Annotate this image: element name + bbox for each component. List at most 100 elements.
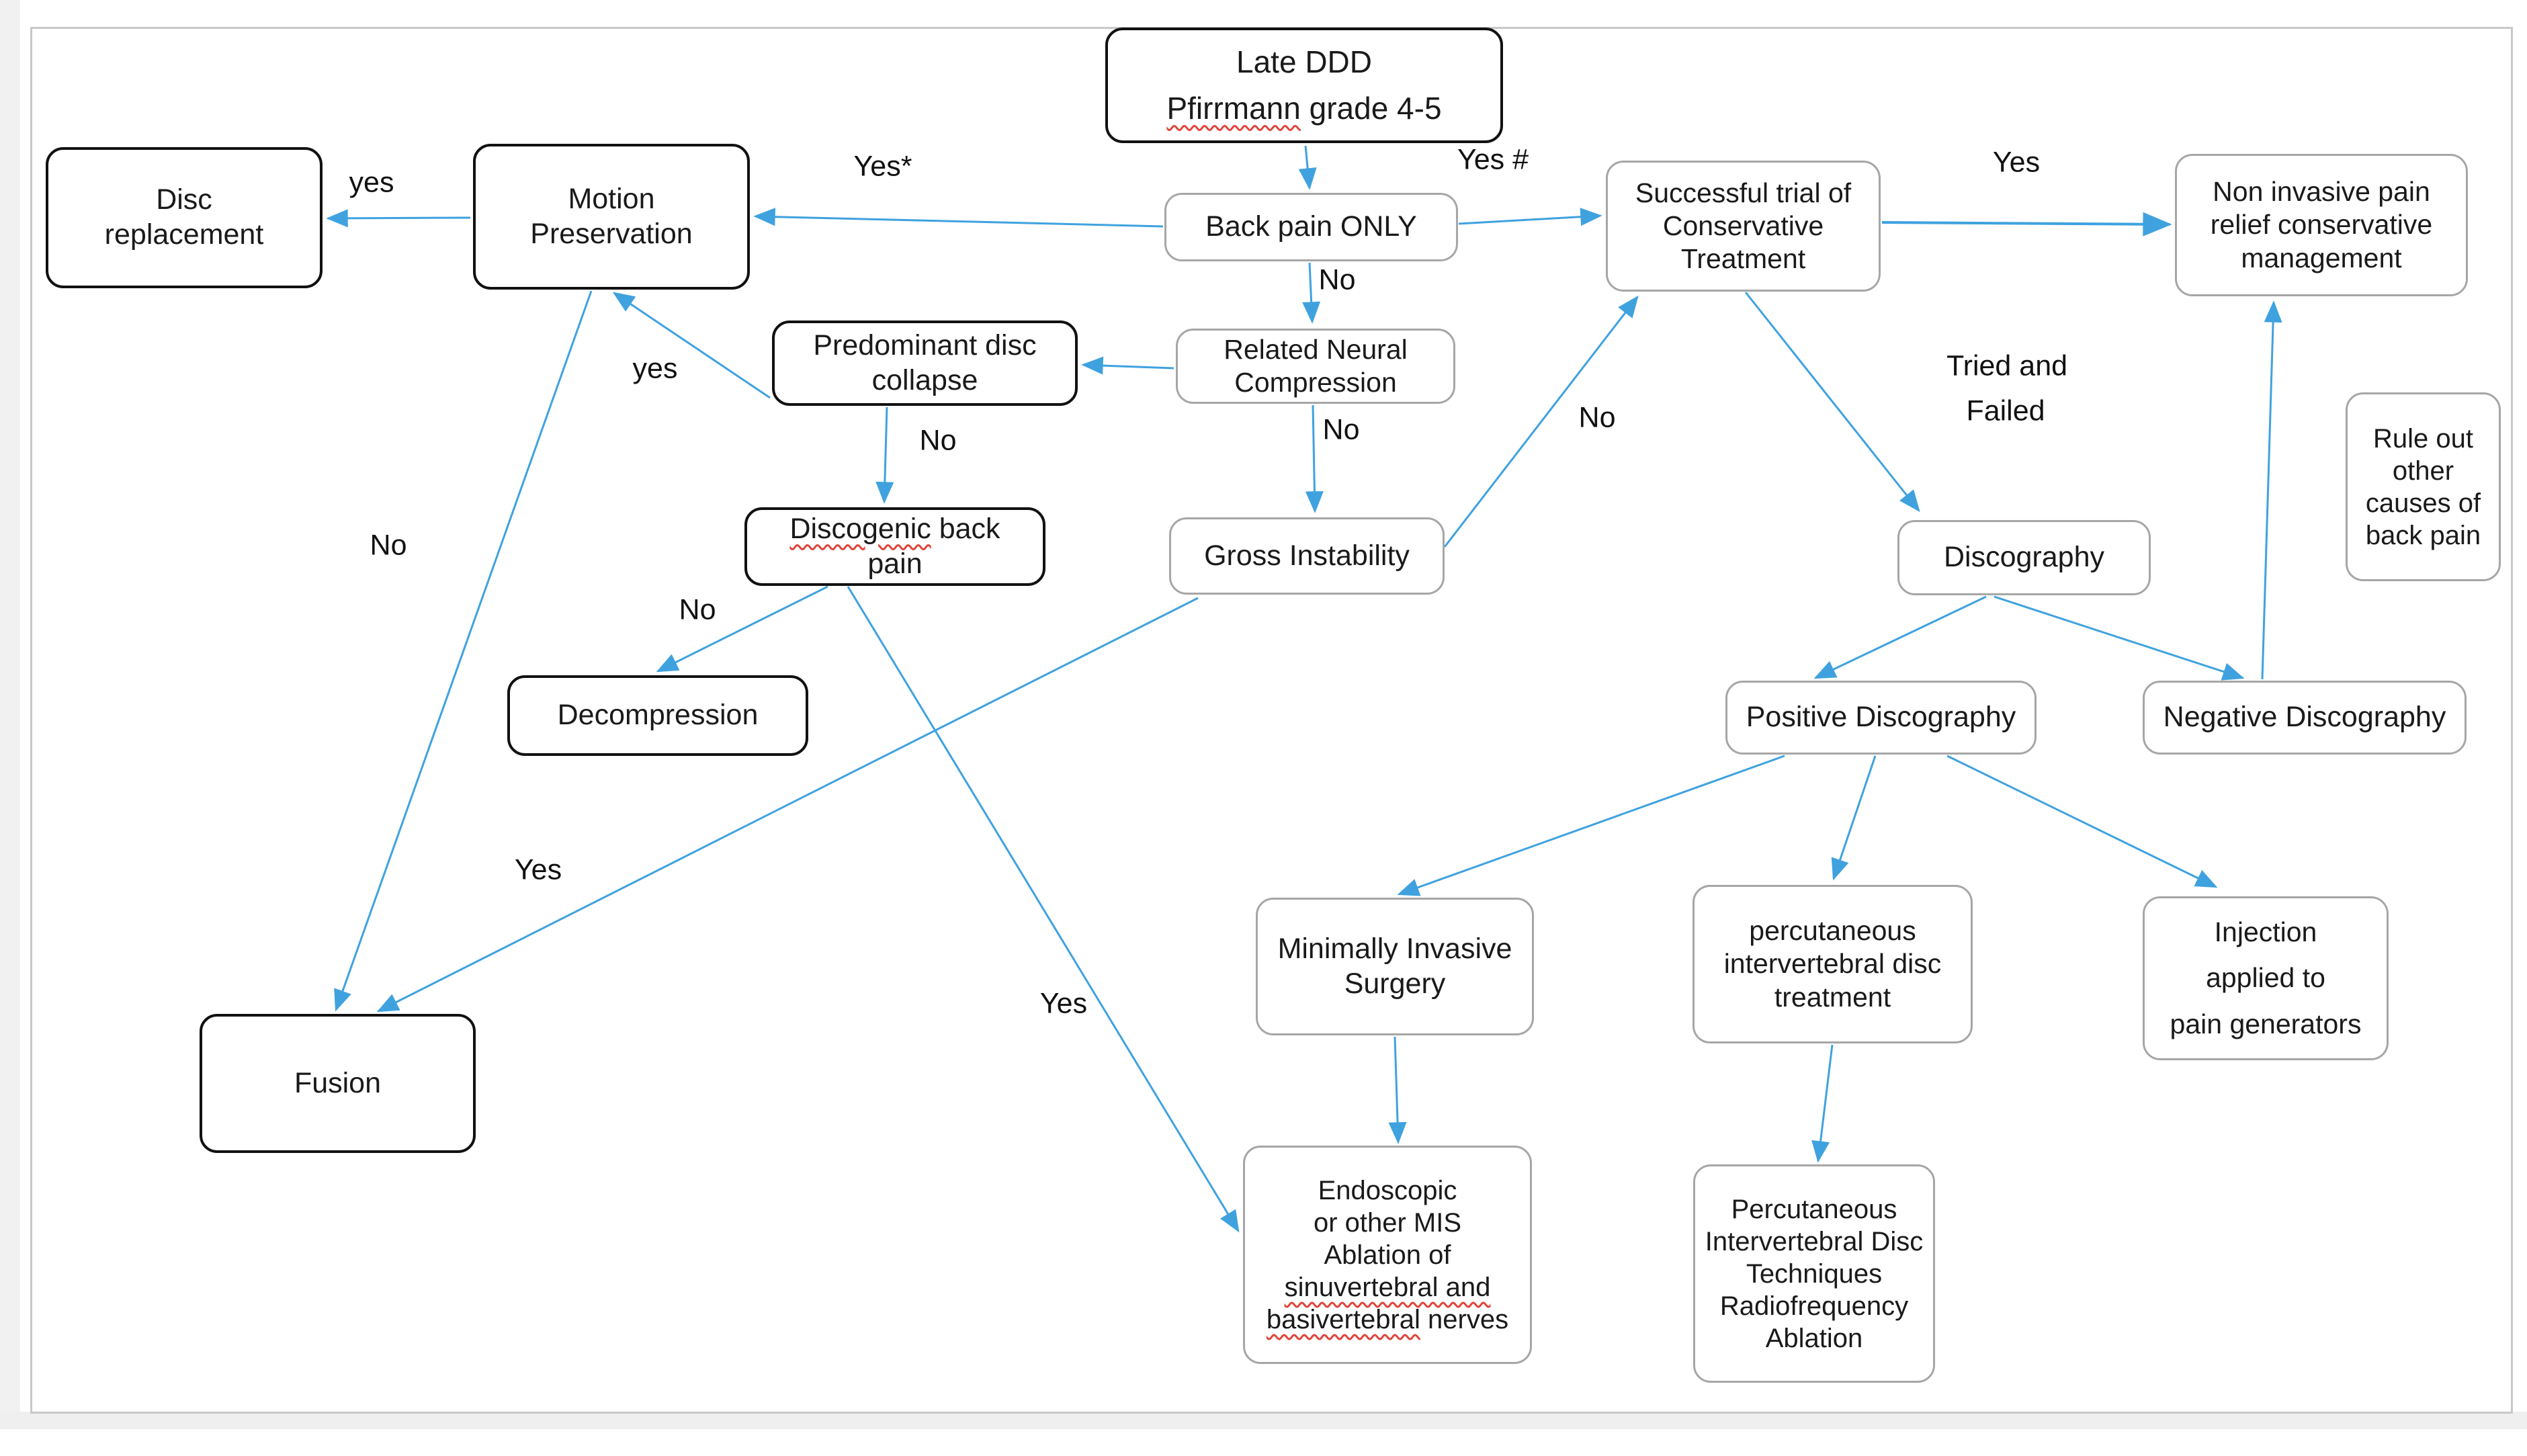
node-negative-discography: Negative Discography (2143, 681, 2467, 755)
node-perc-tech-line5: Ablation (1765, 1323, 1863, 1353)
node-negative-discography-label: Negative Discography (2163, 701, 2446, 734)
node-rule-out-line4: back pain (2365, 520, 2481, 550)
node-positive-discography-label: Positive Discography (1746, 701, 2016, 734)
edge-label-tried-and: Tried and (1946, 349, 2068, 382)
node-rule-out-line1: Rule out (2373, 423, 2473, 454)
edge-grossinstability-successfultrial (1443, 295, 1639, 548)
edge-label-no-rnc: No (1322, 413, 1360, 446)
node-discography-label: Discography (1944, 541, 2104, 574)
node-non-invasive-line2: relief conservative (2210, 209, 2433, 241)
edge-positive-percutaneoustreatment (1831, 755, 1877, 881)
node-injection-line2: applied to (2206, 962, 2325, 994)
node-mis-line2: Surgery (1344, 967, 1446, 1000)
node-late-ddd-line1: Late DDD (1236, 44, 1372, 79)
node-predominant-line2: collapse (871, 363, 978, 396)
node-percutaneous-disc-techniques: Percutaneous Intervertebral Disc Techniq… (1693, 1164, 1935, 1383)
node-successful-trial-line3: Treatment (1680, 243, 1806, 275)
node-rnc-line2: Compression (1234, 367, 1397, 398)
node-rule-out-line3: causes of (2365, 488, 2481, 518)
edge-label-no-back-pain: No (1318, 263, 1356, 296)
node-fusion: Fusion (200, 1014, 476, 1153)
node-endoscopic-para3-rest: nerves (1420, 1304, 1509, 1334)
node-perc-treatment-line2: intervertebral disc (1723, 948, 1942, 980)
page-bottom-margin (0, 1412, 2527, 1429)
node-non-invasive-line3: management (2241, 242, 2402, 273)
edge-label-yes-non-invasive: Yes (1992, 146, 2041, 179)
edge-label-failed: Failed (1966, 394, 2045, 427)
node-endoscopic-misspelled1: sinuvertebral and (1284, 1272, 1491, 1302)
edge-label-yes-star: Yes* (853, 150, 912, 183)
node-predominant-line1: Predominant disc (813, 329, 1037, 361)
node-disc-replacement-line1: Disc (156, 183, 212, 216)
edge-label-no-discogenic-decompression: No (679, 593, 716, 626)
edge-label-no-predominant: No (919, 424, 957, 457)
node-successful-trial: Successful trial of Conservative Treatme… (1606, 161, 1881, 292)
node-perc-tech-line2: Intervertebral Disc (1705, 1226, 1924, 1256)
node-discogenic-back-pain: Discogenic back pain (744, 507, 1045, 586)
edge-mis-endoscopic (1388, 1036, 1407, 1144)
node-late-ddd-line2-misspelled: Pfirrmann (1166, 90, 1301, 126)
node-discogenic-line2: pain (867, 547, 923, 580)
node-endoscopic-para1: Endoscopic (1318, 1175, 1457, 1205)
node-decompression: Decompression (507, 675, 808, 756)
edge-predominant-motionpreservation (612, 292, 771, 399)
node-rule-out-line2: other (2392, 456, 2454, 486)
edge-label-yes-gross-fusion: Yes (514, 853, 562, 886)
node-perc-tech-line3: Techniques (1746, 1258, 1883, 1289)
node-perc-tech-line4: Radiofrequency (1719, 1291, 1909, 1321)
node-motion-preservation-line2: Preservation (530, 217, 693, 250)
edge-discogenic-decompression (656, 585, 828, 673)
node-predominant-disc-collapse: Predominant disc collapse (772, 320, 1078, 406)
edge-positive-mis (1397, 755, 1785, 896)
node-perc-tech-line1: Percutaneous (1731, 1194, 1897, 1224)
node-injection-line3: pain generators (2170, 1009, 2362, 1040)
node-discogenic-misspelled: Discogenic (789, 512, 931, 545)
edge-successfultrial-discography (1744, 292, 1920, 513)
node-injection-line1: Injection (2214, 916, 2317, 947)
node-back-pain-only-label: Back pain ONLY (1205, 210, 1417, 243)
node-non-invasive-line1: Non invasive pain (2213, 176, 2430, 208)
node-non-invasive-management: Non invasive pain relief conservative ma… (2175, 154, 2468, 296)
edge-backpain-rnc (1302, 262, 1321, 324)
node-motion-preservation: Motion Preservation (473, 144, 750, 290)
edge-label-no-mp-fusion: No (370, 529, 407, 562)
node-late-ddd-line2-rest: grade 4-5 (1300, 90, 1442, 126)
node-disc-replacement-line2: replacement (104, 218, 264, 251)
node-decompression-label: Decompression (557, 699, 759, 732)
edge-label-yes-disc-replacement: yes (349, 166, 394, 199)
node-fusion-label: Fusion (294, 1066, 382, 1099)
edge-positive-injection (1946, 755, 2218, 888)
edge-percutaneoustreatment-techniques (1811, 1044, 1834, 1163)
node-perc-treatment-line1: percutaneous (1749, 915, 1916, 947)
node-discography: Discography (1897, 520, 2151, 595)
node-gross-instability-label: Gross Instability (1204, 539, 1410, 572)
node-injection-pain-generators: Injection applied to pain generators (2143, 896, 2389, 1060)
node-gross-instability: Gross Instability (1169, 517, 1445, 595)
edge-grossinstability-fusion (376, 597, 1199, 1013)
node-endoscopic-para3-line1: Ablation of (1324, 1240, 1451, 1270)
page-left-margin (0, 0, 20, 1428)
node-minimally-invasive-surgery: Minimally Invasive Surgery (1256, 898, 1534, 1035)
edge-predominant-discogenic (875, 406, 894, 504)
node-endoscopic-para2: or other MIS (1313, 1207, 1462, 1238)
edge-motionpreservation-fusion (334, 290, 593, 1012)
edge-lateddd-backpain (1298, 145, 1317, 190)
node-disc-replacement: Disc replacement (46, 147, 323, 288)
node-motion-preservation-line1: Motion (568, 182, 655, 215)
edge-label-yes-hash: Yes # (1457, 143, 1529, 176)
edge-rnc-grossinstability (1305, 404, 1324, 513)
edge-backpain-motionpreservation (753, 208, 1164, 228)
edge-successfultrial-noninvasive (1881, 212, 2172, 237)
node-perc-treatment-line3: treatment (1774, 981, 1891, 1013)
edge-label-yes-predominant-mp: yes (632, 352, 678, 385)
node-percutaneous-disc-treatment: percutaneous intervertebral disc treatme… (1693, 885, 1973, 1043)
node-mis-line1: Minimally Invasive (1277, 932, 1512, 965)
node-back-pain-only: Back pain ONLY (1164, 193, 1458, 261)
edge-backpain-successfultrial (1458, 208, 1602, 226)
node-positive-discography: Positive Discography (1725, 681, 2037, 755)
node-rnc-line1: Related Neural (1224, 333, 1408, 365)
edge-discography-positive (1813, 595, 1987, 679)
edge-discogenic-endoscopic (847, 586, 1240, 1233)
node-endoscopic-misspelled2: basivertebral (1266, 1304, 1420, 1334)
